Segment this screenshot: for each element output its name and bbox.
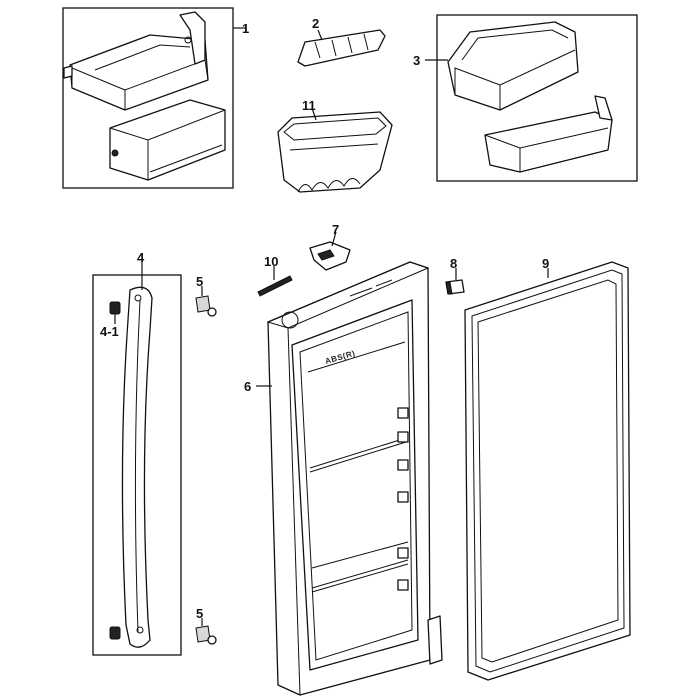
part-4-1-bottom-screw (109, 626, 121, 640)
part-5-bottom-post (195, 625, 217, 645)
part-3-lower-bin (484, 95, 613, 173)
part-3-group: 3 (413, 14, 638, 182)
part-8-group: 8 (445, 256, 465, 295)
part-9-group: 9 (464, 256, 631, 681)
part-9-gasket (464, 261, 631, 681)
part-1-box (62, 7, 234, 189)
part-10-group: 10 (257, 254, 293, 297)
callout-3: 3 (413, 53, 420, 68)
part-2-clip (297, 29, 386, 67)
part-10-strip (257, 275, 293, 297)
part-3-upper-bin (447, 21, 579, 111)
callout-4-1: 4-1 (100, 324, 119, 339)
part-4-handle (121, 286, 153, 648)
callout-7: 7 (332, 222, 339, 237)
part-6-group: ABS(R) 6 (244, 261, 443, 696)
part-4-box (92, 274, 182, 656)
callout-5-top: 5 (196, 274, 203, 289)
part-4-1-top-screw (109, 301, 121, 315)
part-5-bottom-group: 5 (195, 606, 217, 645)
part-4-group: 4 4-1 (92, 250, 182, 656)
callout-11: 11 (302, 98, 316, 113)
callout-4: 4 (137, 250, 145, 265)
callout-10: 10 (264, 254, 278, 269)
part-1-upper-bin (63, 11, 209, 111)
part-5-top-group: 5 (195, 274, 217, 317)
part-1-lower-cover (109, 99, 226, 181)
callout-1: 1 (242, 21, 249, 36)
callout-9: 9 (542, 256, 549, 271)
part-7-group: 7 (309, 222, 351, 271)
part-11-tray (277, 111, 393, 193)
callout-5-bottom: 5 (196, 606, 203, 621)
part-3-box (436, 14, 638, 182)
part-2-group: 2 (297, 16, 386, 67)
part-6-door: ABS(R) (266, 261, 443, 696)
callout-8: 8 (450, 256, 457, 271)
callout-2: 2 (312, 16, 319, 31)
part-11-group: 11 (277, 98, 393, 193)
part-5-top-post (195, 295, 217, 317)
callout-6: 6 (244, 379, 251, 394)
part-1-group: 1 (62, 7, 249, 189)
